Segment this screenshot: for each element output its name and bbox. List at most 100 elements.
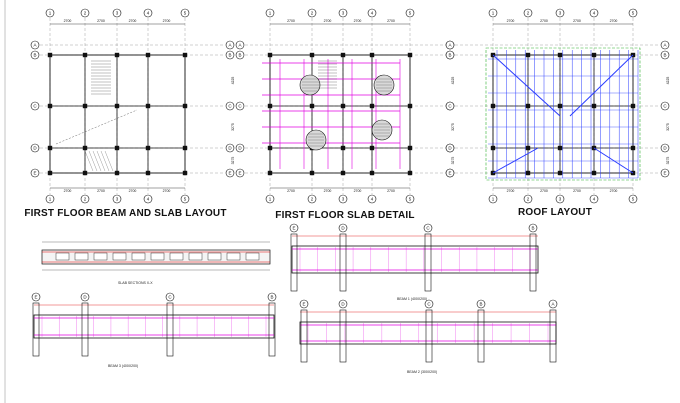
slab-detail-column-0-2 [267,145,273,151]
slab-section-block-5 [150,252,165,261]
beam-slab-col-bubble-top-4-text: 4 [147,11,150,16]
beam-slab-column-4-1 [182,103,188,109]
beam-slab-col-bubble-bottom-3-text: 3 [116,197,119,202]
beam-slab-row-bubble-right-C-text: C [228,104,232,109]
slab-detail-col-bubble-bottom-3: 3 [338,194,348,204]
beam-slab-row-bubble-right-E: E [225,168,235,178]
beam-slab-col-bubble-top-1: 1 [45,8,55,18]
beam-slab-col-bubble-bottom-5: 5 [180,194,190,204]
slab-detail-row-bubble-left-A: A [235,40,245,50]
beam-slab-column-4-0 [182,52,188,58]
roof-column-3-3 [591,170,597,176]
roof-column-2-1 [557,103,563,109]
slab-detail-column-0-3 [267,170,273,176]
slab-detail-col-bubble-top-3-text: 3 [342,11,345,16]
roof-dim-top-0: 2700 [507,19,515,23]
beam-1-support-bubble-D: D [338,223,348,233]
roof-row-bubble-right-B-text: B [663,53,666,58]
slab-detail-col-bubble-top-5: 5 [405,8,415,18]
beam-slab-slab-diagonal [55,109,138,145]
roof-column-1-2 [525,145,531,151]
slab-detail-dim-side-0: 4225 [451,77,455,85]
roof-col-bubble-bottom-4: 4 [589,194,599,204]
slab-detail-column-3-2 [369,145,375,151]
slab-detail-plan: 1122334455270027002700270027002700270027… [235,8,455,204]
beam-slab-column-0-2 [47,145,53,151]
roof-dim-bottom-1: 2700 [540,189,548,193]
slab-section-block-3 [112,252,127,261]
roof-row-bubble-left-B: B [445,50,455,60]
slab-detail-col-bubble-top-4: 4 [367,8,377,18]
roof-column-3-1 [591,103,597,109]
beam-1-support-1 [339,233,347,292]
beam-2-support-0 [300,309,308,363]
beam-slab-col-bubble-bottom-4-text: 4 [147,197,150,202]
slab-detail-col-bubble-top-2: 2 [307,8,317,18]
beam-slab-column-1-2 [82,145,88,151]
roof-col-bubble-bottom-5: 5 [628,194,638,204]
roof-row-bubble-right-C-text: C [663,104,667,109]
beam-3-support-bubble-D-text: D [83,295,87,300]
roof-col-bubble-top-4-text: 4 [593,11,596,16]
title-slab-detail: FIRST FLOOR SLAB DETAIL [275,210,415,221]
slab-section-block-8 [207,252,222,261]
beam-slab-row-bubble-left-B: B [30,50,40,60]
slab-detail-dim-top-0: 2700 [287,19,295,23]
beam-2-support-3 [477,309,485,363]
beam-slab-col-bubble-bottom-5-text: 5 [184,197,187,202]
slab-detail-dim-bottom-3: 2700 [387,189,395,193]
slab-detail-col-bubble-bottom-5-text: 5 [409,197,412,202]
roof-dim-side-2: 3275 [666,157,670,165]
beam-2-support-4 [549,309,557,363]
roof-row-bubble-left-A-text: A [448,43,451,48]
roof-row-bubble-right-D-text: D [663,146,667,151]
beam-3-support-bubble-D: D [80,292,90,302]
beam-1-support-bubble-E: E [289,223,299,233]
roof-dim-top-1: 2700 [540,19,548,23]
slab-detail-col-bubble-top-3: 3 [338,8,348,18]
beam-slab-column-4-3 [182,170,188,176]
beam-slab-col-bubble-bottom-2-text: 2 [84,197,87,202]
slab-detail-col-bubble-bottom-2: 2 [307,194,317,204]
slab-detail-dim-bottom-0: 2700 [287,189,295,193]
beam-2-support-bubble-C-text: C [427,302,431,307]
beam-slab-row-bubble-right-A: A [225,40,235,50]
roof-col-bubble-bottom-3-text: 3 [559,197,562,202]
roof-column-2-2 [557,145,563,151]
beam-3-support-3 [268,302,276,357]
beam-1-support-2 [424,233,432,292]
slab-detail-column-4-1 [407,103,413,109]
roof-col-bubble-top-3-text: 3 [559,11,562,16]
roof-col-bubble-top-1-text: 1 [492,11,495,16]
beam-slab-row-bubble-left-E-text: E [33,171,36,176]
beam-slab-hatch-4 [100,150,110,172]
beam-slab-row-bubble-right-C: C [225,101,235,111]
slab-section-block-2 [93,252,108,261]
roof-col-bubble-top-1: 1 [488,8,498,18]
title-roof-layout: ROOF LAYOUT [517,207,593,218]
beam-slab-column-1-1 [82,103,88,109]
roof-dim-top-2: 2700 [573,19,581,23]
beam-slab-row-bubble-left-E: E [30,168,40,178]
beam-slab-row-bubble-right-B: B [225,50,235,60]
beam-1-support-bubble-E-text: E [292,226,295,231]
beam-3-support-bubble-B-text: B [270,295,273,300]
beam-3-outline [33,314,275,339]
slab-detail-col-bubble-bottom-1-text: 1 [269,197,272,202]
roof-col-bubble-bottom-1-text: 1 [492,197,495,202]
beam-1-support-bubble-D-text: D [341,226,345,231]
slab-section-block-7 [188,252,203,261]
slab-detail-column-1-3 [309,170,315,176]
beam-slab-column-3-3 [145,170,151,176]
beam-2-support-bubble-B: B [476,299,486,309]
beam-slab-col-bubble-bottom-1-text: 1 [49,197,52,202]
slab-detail-column-3-0 [369,52,375,58]
beam-slab-column-2-2 [114,145,120,151]
roof-dim-top-3: 2700 [610,19,618,23]
slab-sections-label: SLAB SECTIONS X-X [118,281,153,285]
beam-2-support-bubble-D: D [338,299,348,309]
slab-detail-col-bubble-top-5-text: 5 [409,11,412,16]
beam-2-support-bubble-C: C [424,299,434,309]
beam-slab-row-bubble-left-B-text: B [33,53,36,58]
